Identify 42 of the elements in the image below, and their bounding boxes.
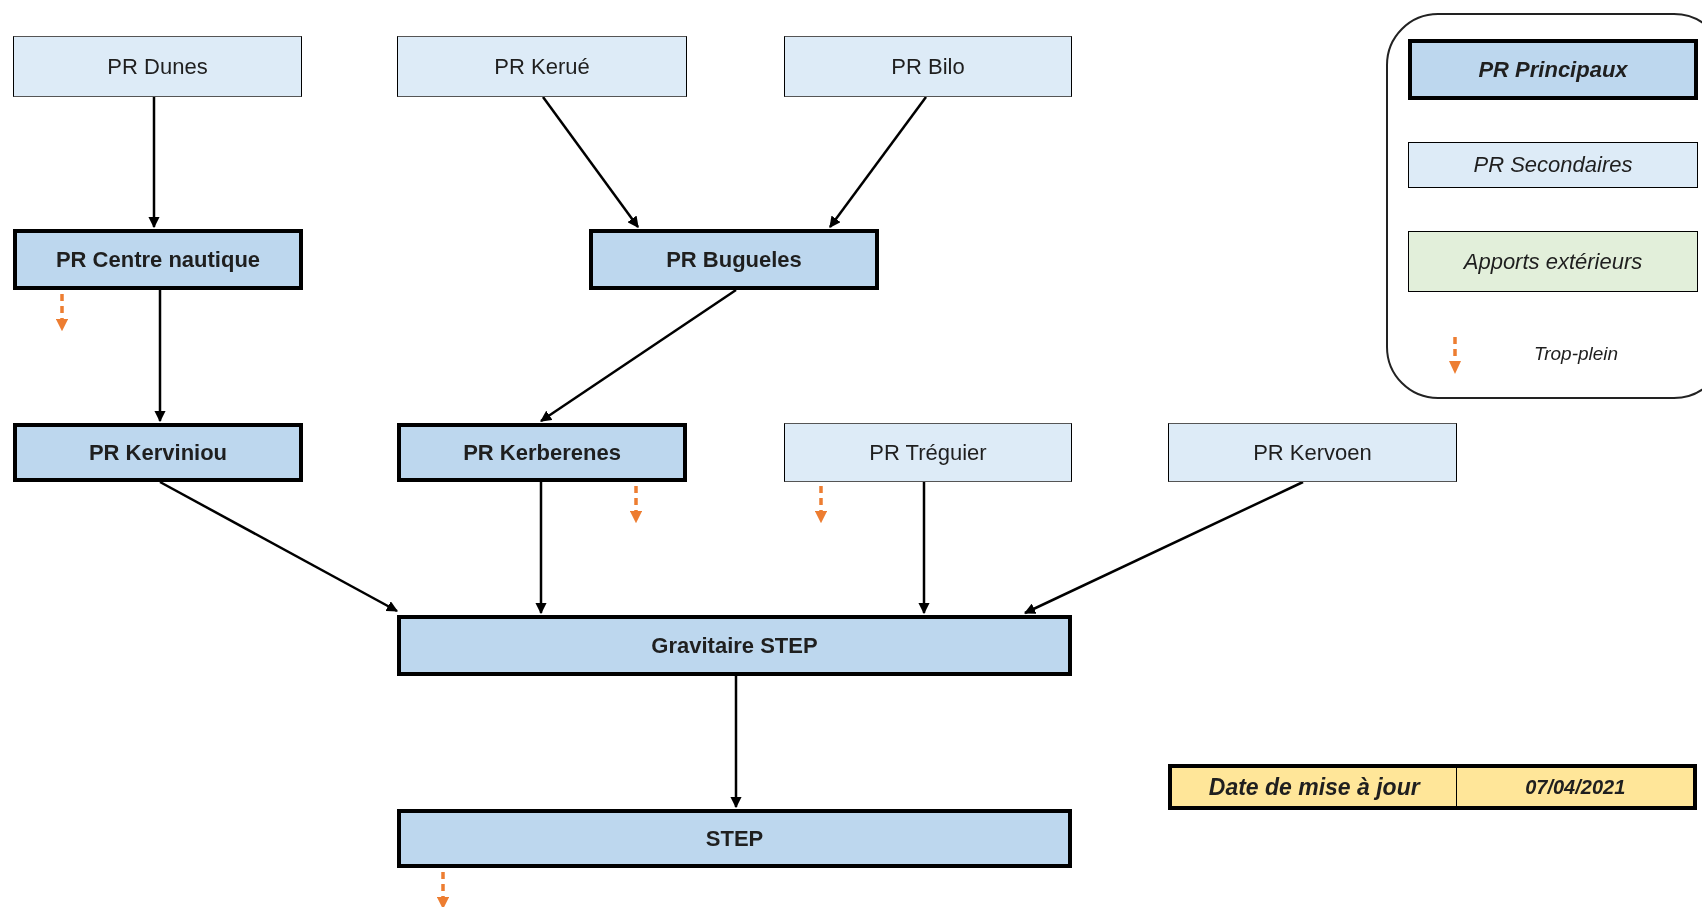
secondary-station-box xyxy=(13,36,302,97)
main-station-box xyxy=(397,809,1072,868)
arrow xyxy=(542,96,639,228)
station-name: PR Centre nautique xyxy=(55,246,261,273)
arrow xyxy=(535,482,547,615)
date-value: 07/04/2021 xyxy=(1524,774,1627,800)
legend-text: Trop-plein xyxy=(1534,343,1619,365)
arrow xyxy=(829,96,927,228)
arrow xyxy=(540,288,737,423)
main-station-box xyxy=(589,229,879,290)
main-station-box xyxy=(397,615,1072,676)
station-name: PR Kervoen xyxy=(1253,439,1372,466)
secondary-station-box xyxy=(784,423,1072,482)
legend-text: Apports extérieurs xyxy=(1463,248,1643,275)
secondary-station-box xyxy=(1168,423,1457,482)
main-station-box xyxy=(13,423,303,482)
overflow-arrow xyxy=(55,294,69,332)
station-name: PR Kerué xyxy=(494,53,590,80)
date-label: Date de mise à jour xyxy=(1172,768,1458,806)
arrow xyxy=(1024,480,1304,615)
legend-text: PR Secondaires xyxy=(1473,152,1633,178)
station-name: PR Bilo xyxy=(891,53,965,80)
arrow xyxy=(154,290,166,423)
main-station-box xyxy=(13,229,303,290)
secondary-station-box xyxy=(784,36,1072,97)
arrow xyxy=(148,97,160,229)
arrow xyxy=(159,480,398,613)
overflow-arrow xyxy=(814,486,828,524)
station-name: PR Dunes xyxy=(107,53,208,80)
station-name: STEP xyxy=(705,825,764,852)
station-name: PR Tréguier xyxy=(869,439,987,466)
station-name: PR Bugueles xyxy=(666,246,802,273)
arrow xyxy=(730,676,742,809)
overflow-arrow xyxy=(629,486,643,524)
main-station-box xyxy=(397,423,687,482)
station-name: PR Kerberenes xyxy=(463,439,621,466)
station-name: PR Kerviniou xyxy=(88,439,228,466)
arrow xyxy=(918,482,930,615)
overflow-arrow xyxy=(436,872,450,907)
station-name: Gravitaire STEP xyxy=(651,632,818,659)
legend-text: PR Principaux xyxy=(1478,56,1628,83)
secondary-station-box xyxy=(397,36,687,97)
